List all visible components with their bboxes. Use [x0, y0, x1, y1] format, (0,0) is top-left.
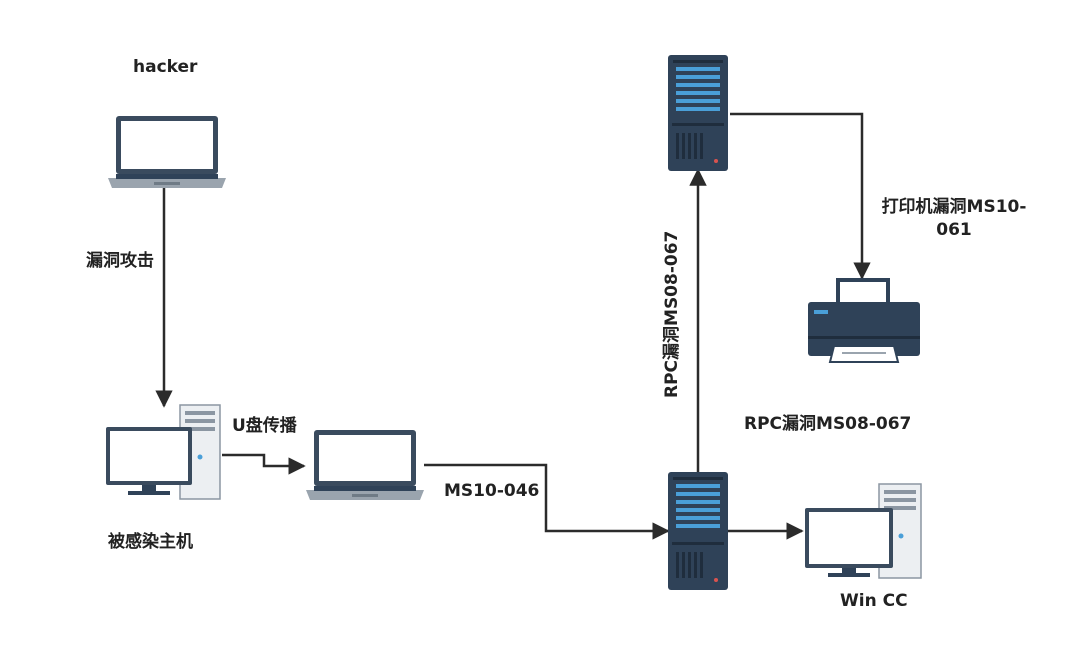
desktop-computer-icon: [805, 483, 922, 579]
infected-host-label: 被感染主机: [108, 532, 193, 552]
wincc-label: Win CC: [840, 591, 908, 611]
server-icon: [668, 472, 728, 590]
ms10-046-label: MS10-046: [444, 481, 540, 501]
printer-vulnerability-label: 打印机漏洞MS10-061: [881, 197, 1027, 240]
rpc-vulnerability-label: RPC漏洞MS08-067: [744, 414, 912, 434]
hacker-label: hacker: [133, 57, 198, 77]
edge-infected-host-to-laptop: [222, 453, 306, 475]
usb-spread-label: U盘传播: [232, 416, 297, 436]
desktop-computer-icon: [106, 404, 221, 500]
rpc-vulnerability-vertical-label: RPC漏洞MS08-067: [662, 230, 682, 398]
laptop-icon: [108, 116, 226, 188]
exploit-attack-label: 漏洞攻击: [86, 251, 154, 271]
edge-upper-server-to-printer: [730, 112, 871, 280]
printer-icon: [808, 278, 920, 363]
edge-laptop-to-lower-server: [424, 463, 670, 540]
server-icon: [668, 55, 728, 171]
laptop-icon: [306, 430, 424, 500]
